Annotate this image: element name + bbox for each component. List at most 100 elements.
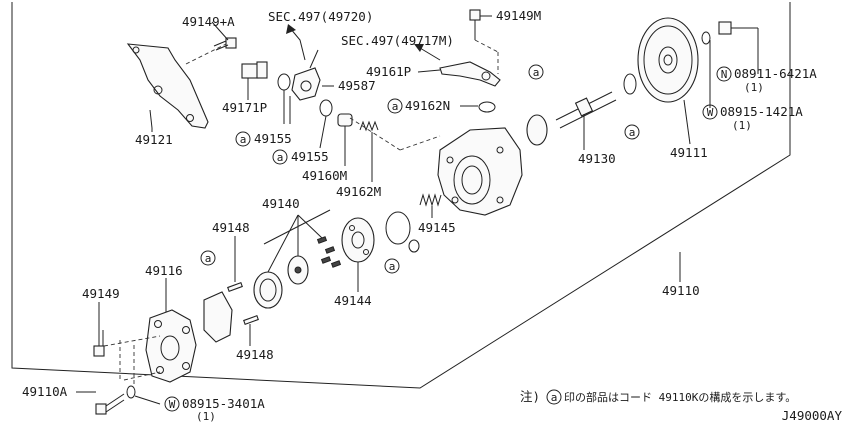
- label-49116: 49116: [145, 263, 183, 278]
- pin-49148-lower: [243, 315, 259, 325]
- label-49148-lower: 49148: [236, 347, 274, 362]
- dash-valve-body: [349, 117, 401, 151]
- label-49148-upper: 49148: [212, 220, 250, 235]
- circle-mark-a-49162n: a: [387, 98, 403, 114]
- circle-mark-w-lower: W: [164, 396, 180, 412]
- banjo-fitting-49587: [291, 49, 321, 101]
- leader-49161p: [417, 69, 441, 73]
- pump-body: [437, 127, 523, 216]
- label-49161p: 49161P: [366, 64, 411, 79]
- label-08911-6421a-qty: (1): [744, 81, 764, 94]
- footnote: 注) a 印の部品はコード 49110Kの構成を示します。: [520, 389, 796, 405]
- label-49149: 49149: [82, 286, 120, 301]
- leader-49149-a: [211, 21, 229, 41]
- label-49149-a: 49149+A: [182, 14, 235, 29]
- label-49155-a: 49155: [254, 131, 292, 146]
- shaft-seal: [526, 114, 548, 146]
- assembly-outline: [11, 2, 791, 389]
- spring-49145: [419, 193, 442, 207]
- nut-08911-6421a: [718, 21, 732, 35]
- leader-49155-b: [319, 115, 327, 149]
- label-49160m: 49160M: [302, 168, 347, 183]
- circle-mark-a-49155-2: a: [272, 149, 288, 165]
- circle-mark-n: N: [716, 66, 732, 82]
- label-sec-497-49717m: SEC.497(49717M): [341, 33, 454, 48]
- washer-49155-1: [277, 73, 291, 91]
- label-49162n: 49162N: [405, 98, 450, 113]
- leader-08915-3401a: [134, 395, 161, 405]
- bolt-49149-a: [213, 37, 237, 51]
- arrow-sec-49720: [289, 27, 306, 61]
- dash-rear-bolts-4: [123, 371, 161, 381]
- label-49110: 49110: [662, 283, 700, 298]
- leader-49140-b: [267, 214, 299, 273]
- footnote-text: 印の部品はコード 49110Kの構成を示します。: [564, 390, 796, 404]
- fitting-49171p: [241, 61, 268, 79]
- arrowhead-sec-49720: [286, 24, 296, 34]
- label-49111: 49111: [670, 145, 708, 160]
- label-08911-6421a: 08911-6421A: [734, 66, 817, 81]
- bolt-49149m: [469, 9, 481, 40]
- circle-mark-a-49155-1: a: [235, 131, 251, 147]
- diagram-id: J49000AY: [782, 408, 843, 423]
- label-49121: 49121: [135, 132, 173, 147]
- seal-ring: [385, 211, 411, 245]
- circle-mark-a-snap-ring: a: [624, 124, 640, 140]
- side-plate-49144: [341, 217, 375, 263]
- bracket-49121: [126, 43, 209, 129]
- shaft-49130: [555, 91, 617, 129]
- svg-text:a: a: [629, 126, 636, 139]
- circle-mark-a-hose: a: [528, 64, 544, 80]
- washer-08915-3401a: [126, 385, 136, 399]
- rear-cover-49116: [145, 309, 197, 383]
- label-49130: 49130: [578, 151, 616, 166]
- arrow-sec-49717m: [419, 47, 441, 61]
- label-49140: 49140: [262, 196, 300, 211]
- dash-valve-body-b: [399, 135, 441, 151]
- bolt-49110a: [95, 393, 125, 415]
- svg-text:a: a: [205, 252, 212, 265]
- bolt-49149: [93, 330, 105, 357]
- label-49149m: 49149M: [496, 8, 541, 23]
- washer-49155-2: [319, 99, 333, 117]
- label-08915-3401a-qty: (1): [196, 410, 216, 423]
- leader-49140-bar: [263, 209, 331, 245]
- footnote-prefix: 注): [520, 389, 540, 404]
- label-08915-1421a-qty: (1): [732, 119, 752, 132]
- arrowhead-sec-49717m: [414, 44, 424, 52]
- footnote-mark: a: [551, 391, 558, 404]
- circle-mark-w-upper: W: [702, 104, 718, 120]
- label-49587: 49587: [338, 78, 376, 93]
- dash-bracket-bolt: [185, 43, 227, 65]
- leader-49111: [683, 99, 691, 145]
- gasket: [203, 291, 233, 343]
- cartridge-49140: [253, 236, 342, 309]
- snap-ring: [623, 73, 637, 95]
- label-49155-b: 49155: [291, 149, 329, 164]
- leader-49140-c: [297, 214, 323, 239]
- label-49145: 49145: [418, 220, 456, 235]
- pulley-49111: [637, 17, 699, 103]
- label-49144: 49144: [334, 293, 372, 308]
- circle-mark-a-gasket: a: [200, 250, 216, 266]
- label-49110a: 49110A: [22, 384, 68, 399]
- washer-08915-1421a: [701, 31, 711, 45]
- svg-text:W: W: [169, 398, 176, 411]
- pin-49148-upper: [227, 282, 243, 292]
- small-o-ring: [408, 239, 420, 253]
- o-ring-49162n: [478, 101, 496, 113]
- label-49171p: 49171P: [222, 100, 267, 115]
- dash-rear-bolts-1: [103, 335, 161, 347]
- spring-49162m: [359, 120, 379, 132]
- svg-text:a: a: [392, 100, 399, 113]
- dash-49149m: [474, 39, 499, 53]
- svg-text:a: a: [277, 151, 284, 164]
- label-49162m: 49162M: [336, 184, 381, 199]
- valve-49160m: [337, 113, 353, 127]
- label-08915-1421a: 08915-1421A: [720, 104, 803, 119]
- svg-text:N: N: [721, 68, 728, 81]
- label-sec-497-49720: SEC.497(49720): [268, 9, 373, 24]
- svg-text:a: a: [533, 66, 540, 79]
- label-08915-3401a: 08915-3401A: [182, 396, 265, 411]
